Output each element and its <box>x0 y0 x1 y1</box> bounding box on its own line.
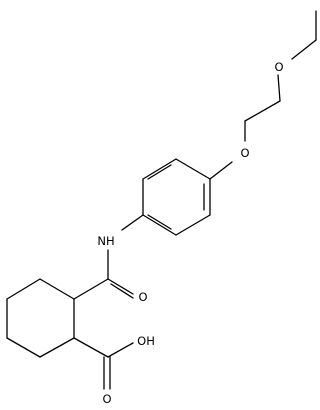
atom-label-ether-o-aryl: O <box>240 146 249 160</box>
bond-n-aryl <box>121 214 144 231</box>
bond-acid-c-oh <box>107 342 134 358</box>
bond-ring-acid-c <box>73 337 109 358</box>
bond-o-aryl <box>209 161 233 180</box>
bond-ch2-o-top <box>277 74 281 102</box>
cyclohexane-bond-1 <box>39 278 75 300</box>
atom-label-amide-nh: NH <box>97 234 114 248</box>
atom-label-acid-o: O <box>102 392 111 406</box>
atom-label-ether-o-top: O <box>274 60 283 74</box>
bond-ethyl-ch2 <box>291 39 317 60</box>
bond-amide-c-o <box>107 278 134 295</box>
bond-ethylene-a <box>244 100 281 122</box>
benzene-double-3 <box>147 164 172 180</box>
benzene-bond-5 <box>142 158 177 180</box>
benzene-bond-2 <box>175 214 211 236</box>
cyclohexane-bond-2 <box>6 278 41 300</box>
cyclohexane-bond-4 <box>6 337 41 358</box>
benzene-double-2 <box>147 214 172 230</box>
cyclohexane-bond-5 <box>39 337 75 358</box>
benzene-bond-6 <box>175 158 211 180</box>
benzene-bond-3 <box>142 214 177 236</box>
bond-carbonyl-ring <box>73 278 109 300</box>
bond-amide-c-o-2 <box>110 283 134 299</box>
atom-label-amide-o: O <box>138 290 147 304</box>
atom-label-acid-oh: OH <box>137 334 155 348</box>
